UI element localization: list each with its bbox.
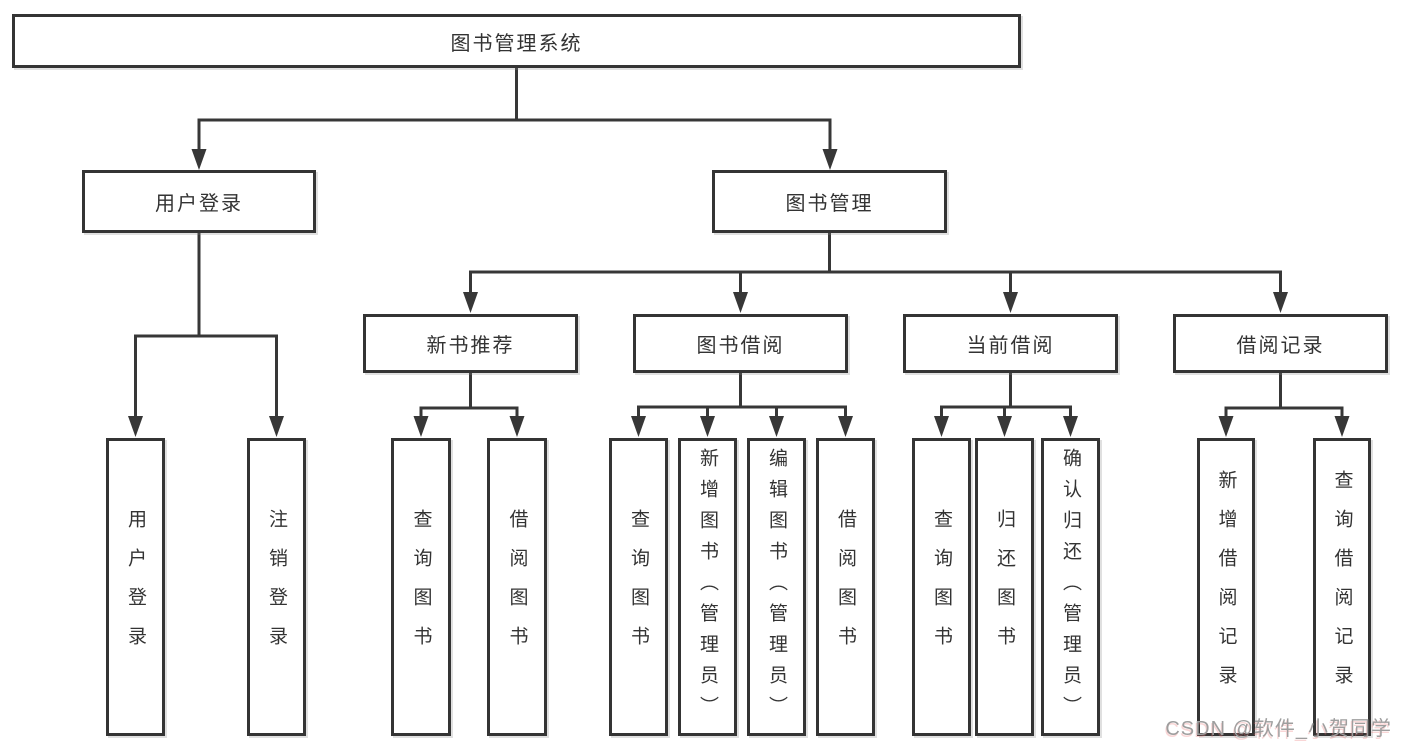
- node-current-borrow: 当前借阅: [903, 314, 1118, 373]
- leaf-current-return-book: 归还图书: [975, 438, 1034, 736]
- node-user-login-group: 用户登录: [82, 170, 316, 233]
- leaf-borrow-edit-book-label: 编辑图书（管理员）: [766, 447, 787, 727]
- node-current-borrow-label: 当前借阅: [966, 335, 1055, 357]
- node-borrow-record-label: 借阅记录: [1236, 335, 1325, 357]
- node-book-borrow: 图书借阅: [633, 314, 848, 373]
- leaf-user-login-label: 用户登录: [125, 509, 146, 665]
- leaf-borrow-query-book: 查询图书: [609, 438, 668, 736]
- node-new-book-recommend: 新书推荐: [363, 314, 578, 373]
- csdn-watermark: CSDN @软件_小贺同学: [1165, 718, 1392, 740]
- leaf-current-confirm-return: 确认归还（管理员）: [1041, 438, 1100, 736]
- leaf-record-query-record-label: 查询借阅记录: [1331, 470, 1353, 704]
- node-book-management-label: 图书管理: [785, 193, 874, 215]
- leaf-current-confirm-return-label: 确认归还（管理员）: [1060, 447, 1081, 727]
- node-root-system: 图书管理系统: [12, 14, 1021, 68]
- leaf-recommend-borrow-book: 借阅图书: [487, 438, 547, 736]
- leaf-borrow-add-book-label: 新增图书（管理员）: [697, 447, 718, 727]
- leaf-user-login: 用户登录: [106, 438, 165, 736]
- leaf-record-query-record: 查询借阅记录: [1313, 438, 1371, 736]
- leaf-recommend-query-book-label: 查询图书: [410, 509, 432, 665]
- leaf-record-add-record-label: 新增借阅记录: [1215, 470, 1237, 704]
- node-new-book-recommend-label: 新书推荐: [426, 335, 515, 357]
- leaf-logout-login-label: 注销登录: [266, 509, 287, 665]
- node-root-system-label: 图书管理系统: [450, 32, 583, 55]
- leaf-logout-login: 注销登录: [247, 438, 306, 736]
- leaf-recommend-query-book: 查询图书: [391, 438, 451, 736]
- leaf-borrow-add-book: 新增图书（管理员）: [678, 438, 737, 736]
- leaf-current-query-book: 查询图书: [912, 438, 971, 736]
- leaf-current-query-book-label: 查询图书: [931, 509, 952, 665]
- leaf-record-add-record: 新增借阅记录: [1197, 438, 1255, 736]
- leaf-borrow-borrow-book: 借阅图书: [816, 438, 875, 736]
- leaf-recommend-borrow-book-label: 借阅图书: [506, 509, 528, 665]
- node-user-login-group-label: 用户登录: [155, 193, 243, 215]
- node-book-borrow-label: 图书借阅: [696, 335, 785, 357]
- leaf-current-return-book-label: 归还图书: [994, 509, 1015, 665]
- node-borrow-record: 借阅记录: [1173, 314, 1388, 373]
- leaf-borrow-query-book-label: 查询图书: [628, 509, 649, 665]
- leaf-borrow-borrow-book-label: 借阅图书: [835, 509, 856, 665]
- leaf-borrow-edit-book: 编辑图书（管理员）: [747, 438, 806, 736]
- node-book-management: 图书管理: [712, 170, 947, 233]
